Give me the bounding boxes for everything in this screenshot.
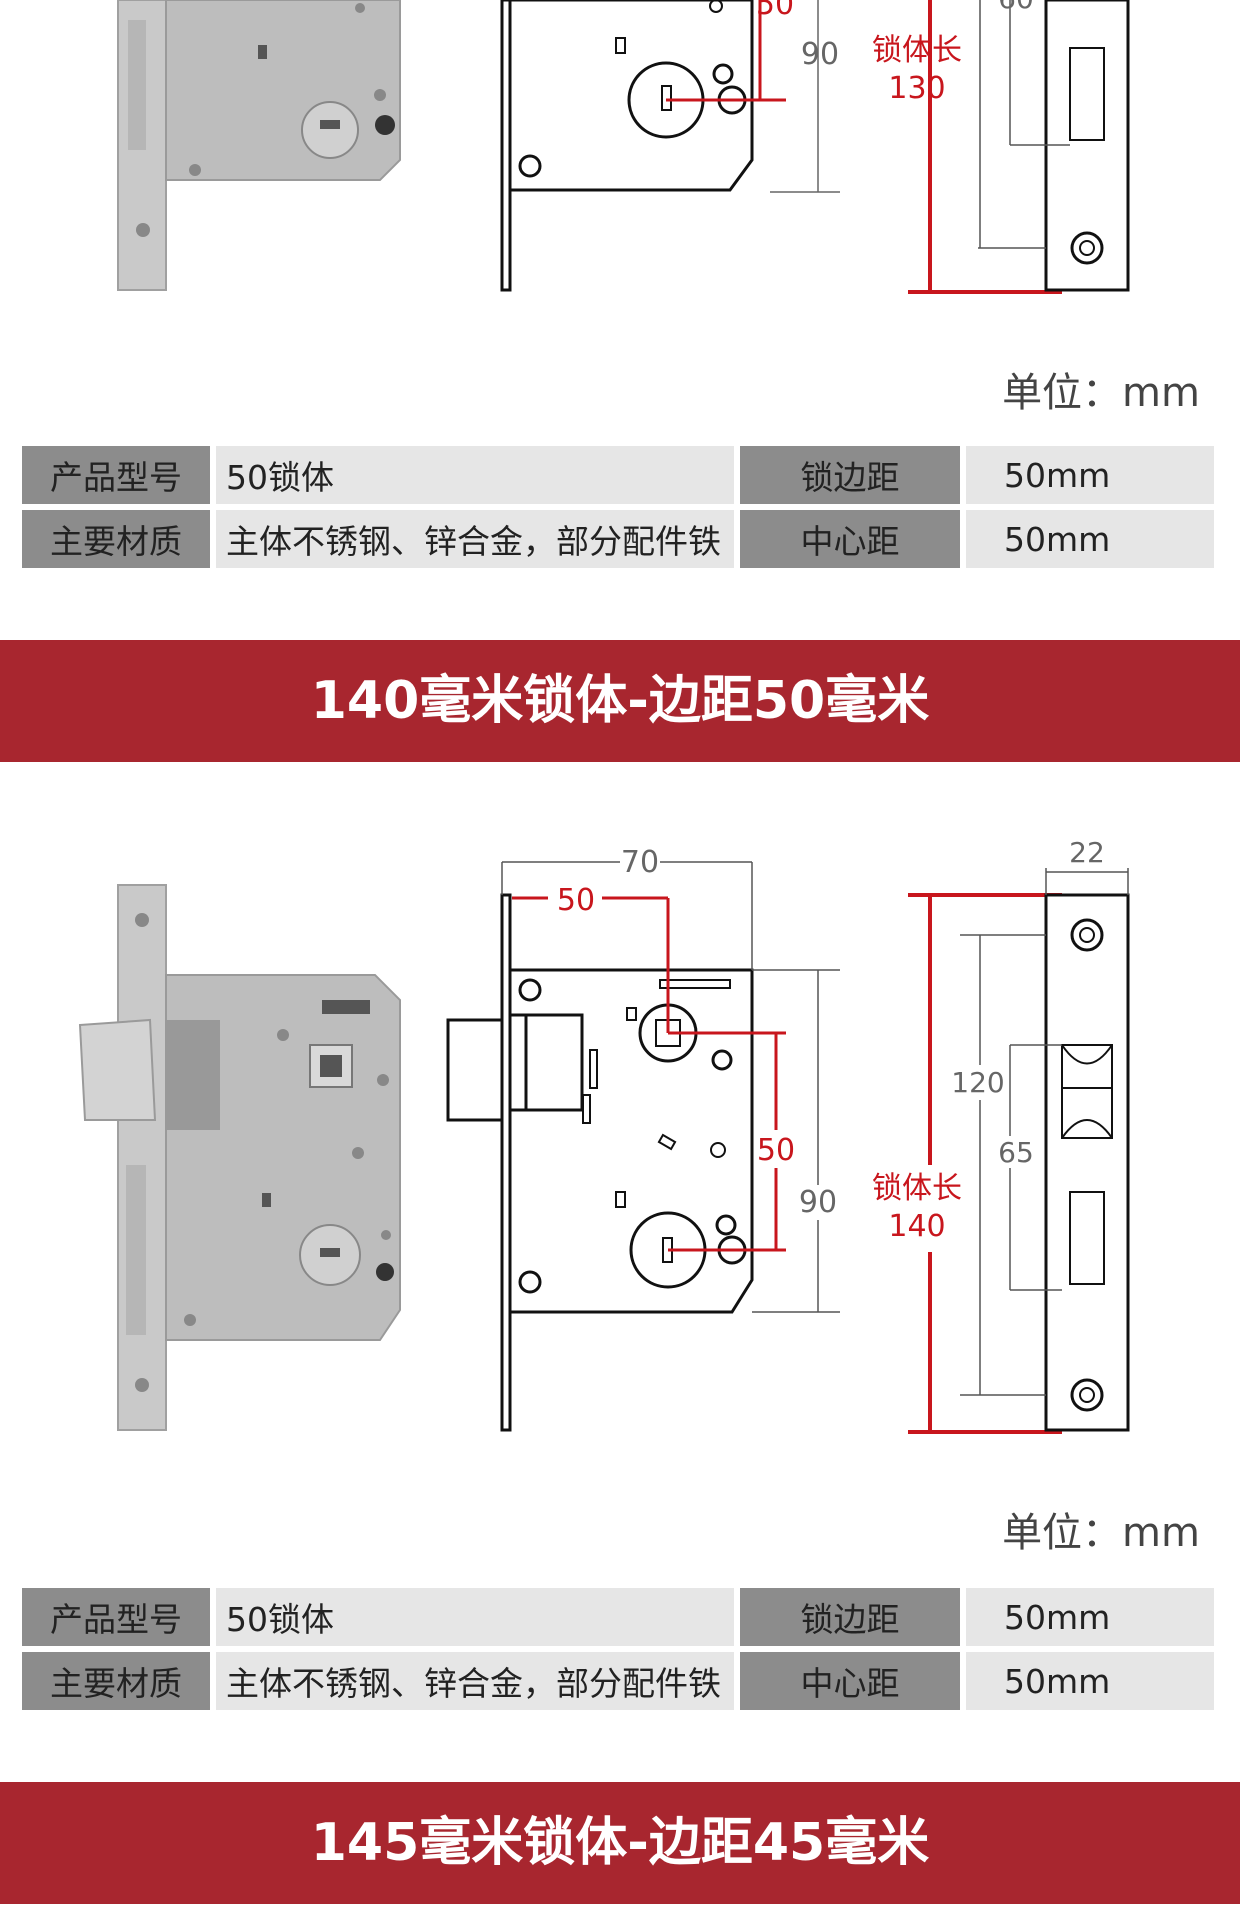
front-schematic bbox=[500, 0, 754, 292]
dim-width bbox=[501, 861, 753, 970]
model-value: 50锁体 bbox=[216, 446, 734, 504]
dim-height-label: 90 bbox=[799, 1185, 837, 1220]
dim-backset-label: 50 bbox=[557, 883, 595, 918]
material-value: 主体不锈钢、锌合金，部分配件铁 bbox=[216, 1652, 734, 1710]
lock-diagram-top: 50 90 锁体长 130 60 bbox=[117, 0, 1130, 294]
center-label: 中心距 bbox=[740, 510, 960, 568]
section-banner-140: 140毫米锁体-边距50毫米 bbox=[0, 640, 1240, 762]
lock-photo bbox=[78, 884, 401, 1431]
table-row: 产品型号 50锁体 锁边距 50mm bbox=[22, 1588, 1214, 1646]
dim-backset bbox=[512, 896, 670, 1033]
unit-label-1: 单位：mm bbox=[1002, 370, 1200, 416]
section-banner-145: 145毫米锁体-边距45毫米 bbox=[0, 1782, 1240, 1904]
dim-length bbox=[908, 893, 1062, 1434]
center-value: 50mm bbox=[966, 1652, 1214, 1710]
spec-table-1: 产品型号 50锁体 锁边距 50mm 主要材质 主体不锈钢、锌合金，部分配件铁 … bbox=[16, 440, 1220, 574]
table-row: 产品型号 50锁体 锁边距 50mm bbox=[22, 446, 1214, 504]
dim-center bbox=[668, 1031, 786, 1252]
model-value: 50锁体 bbox=[216, 1588, 734, 1646]
table-row: 主要材质 主体不锈钢、锌合金，部分配件铁 中心距 50mm bbox=[22, 510, 1214, 568]
length-value: 140 bbox=[888, 1209, 945, 1244]
backset-label: 锁边距 bbox=[740, 1588, 960, 1646]
center-label: 中心距 bbox=[740, 1652, 960, 1710]
spec-table-2: 产品型号 50锁体 锁边距 50mm 主要材质 主体不锈钢、锌合金，部分配件铁 … bbox=[16, 1582, 1220, 1716]
dim-side bbox=[960, 868, 1129, 1396]
backset-value: 50mm bbox=[966, 1588, 1214, 1646]
side-schematic bbox=[1044, 893, 1130, 1432]
dim-partial-top: 60 bbox=[998, 0, 1034, 15]
backset-value: 50mm bbox=[966, 446, 1214, 504]
front-schematic bbox=[446, 893, 754, 1432]
material-label: 主要材质 bbox=[22, 1652, 210, 1710]
backset-label: 锁边距 bbox=[740, 446, 960, 504]
lock-diagram-140: 70 50 50 90 锁体长 140 bbox=[78, 836, 1130, 1434]
dim-center-label: 50 bbox=[757, 1133, 795, 1168]
model-label: 产品型号 bbox=[22, 1588, 210, 1646]
material-label: 主要材质 bbox=[22, 510, 210, 568]
dim-inner-spacing-label: 65 bbox=[998, 1136, 1034, 1169]
model-label: 产品型号 bbox=[22, 446, 210, 504]
lock-photo bbox=[117, 0, 401, 291]
length-value-top: 130 bbox=[888, 71, 945, 106]
side-schematic-top bbox=[978, 0, 1130, 292]
dim-center-top bbox=[666, 0, 840, 193]
table-row: 主要材质 主体不锈钢、锌合金，部分配件铁 中心距 50mm bbox=[22, 1652, 1214, 1710]
dim-height-top-label: 90 bbox=[801, 37, 839, 72]
dim-height bbox=[752, 969, 840, 1313]
length-label: 锁体长 bbox=[872, 1171, 962, 1206]
unit-label-2: 单位：mm bbox=[1002, 1510, 1200, 1556]
dim-width-label: 70 bbox=[621, 845, 659, 880]
dim-screw-spacing-label: 120 bbox=[951, 1066, 1004, 1099]
dim-center-top-label: 50 bbox=[756, 0, 794, 22]
center-value: 50mm bbox=[966, 510, 1214, 568]
length-label-top: 锁体长 bbox=[872, 33, 962, 68]
material-value: 主体不锈钢、锌合金，部分配件铁 bbox=[216, 510, 734, 568]
dim-thickness-label: 22 bbox=[1069, 836, 1105, 869]
